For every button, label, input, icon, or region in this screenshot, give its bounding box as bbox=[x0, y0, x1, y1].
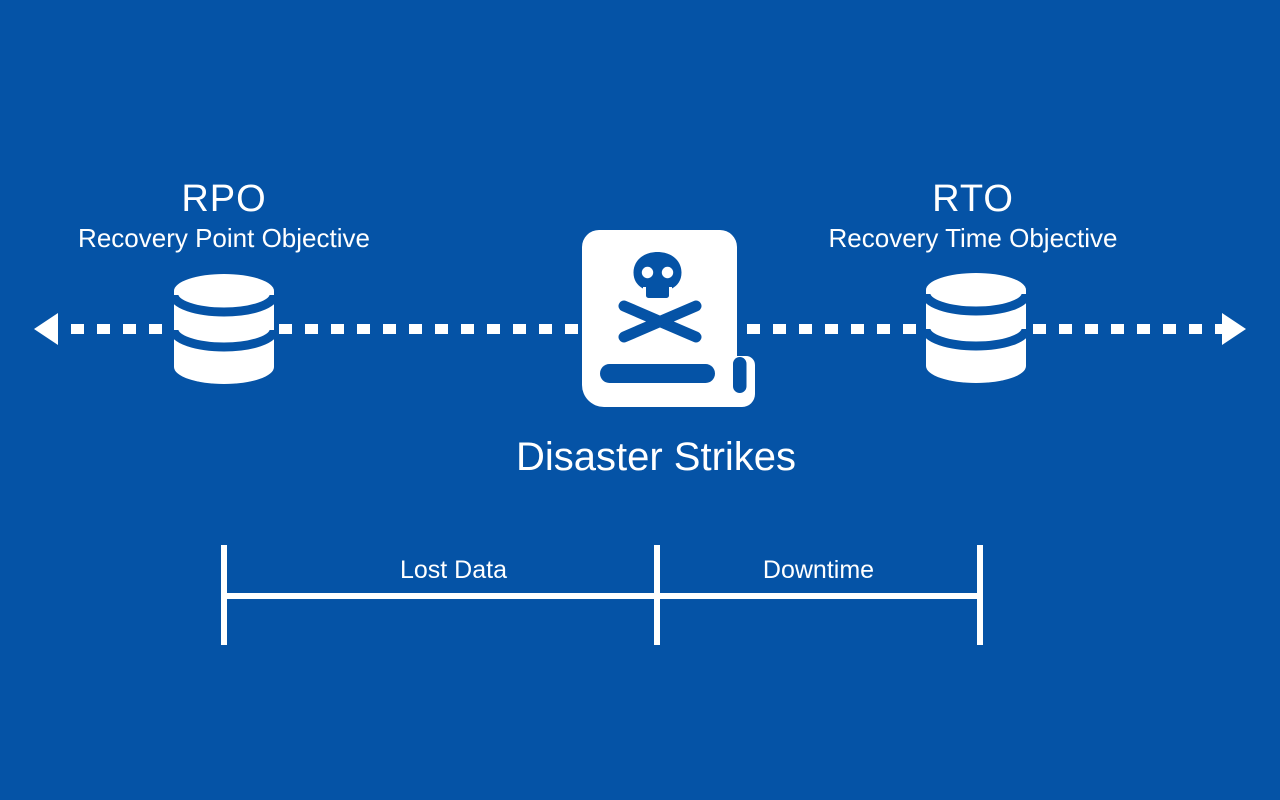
skull-icon bbox=[633, 252, 682, 289]
rto-label-block: RTO Recovery Time Objective bbox=[813, 180, 1133, 254]
rpo-subtitle: Recovery Point Objective bbox=[78, 223, 370, 253]
arrowhead-left-icon bbox=[34, 313, 58, 345]
bracket-axis-line bbox=[221, 593, 983, 599]
lost-data-label: Lost Data bbox=[399, 556, 507, 584]
database-icon-rpo bbox=[174, 274, 274, 384]
rpo-label-block: RPO Recovery Point Objective bbox=[64, 180, 384, 254]
rto-subtitle: Recovery Time Objective bbox=[828, 223, 1118, 253]
downtime-label: Downtime bbox=[762, 556, 875, 584]
arrowhead-right-icon bbox=[1222, 313, 1246, 345]
book-skull-icon bbox=[582, 230, 755, 407]
rto-title: RTO bbox=[932, 178, 1014, 220]
rpo-title: RPO bbox=[181, 178, 267, 220]
disaster-label: Disaster Strikes bbox=[515, 435, 797, 479]
database-icon-rto bbox=[926, 273, 1026, 383]
timeline-dashed-arrow-icon bbox=[34, 313, 1246, 345]
